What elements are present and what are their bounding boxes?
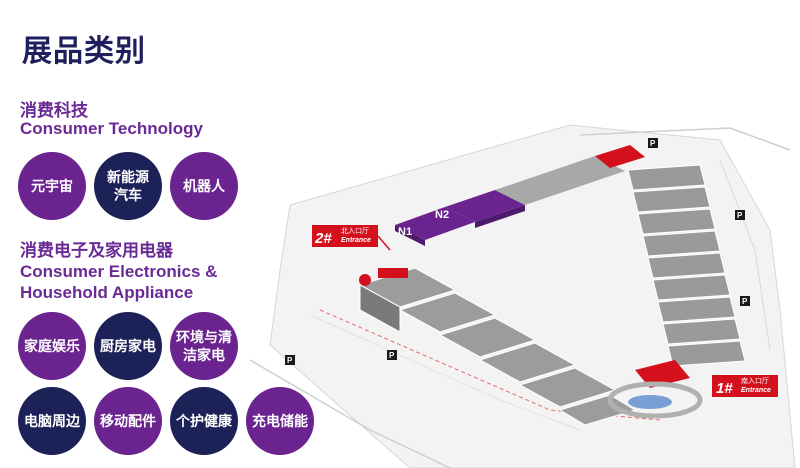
hall-s1-side [359, 284, 401, 333]
hall-n2 [445, 190, 525, 222]
entrance-2-en: Entrance [341, 237, 371, 244]
hall-e3 [637, 208, 716, 235]
hall-n2-side [475, 205, 525, 228]
walking-route [319, 309, 661, 421]
exhibit-charging-storage: 充电储能 [246, 387, 314, 455]
hall-e6 [652, 274, 731, 301]
entrance-2-pointer [377, 235, 391, 251]
hall-e8 [662, 318, 741, 345]
parking-icon [387, 350, 397, 360]
hall-e5 [647, 252, 726, 279]
parking-markers: P P P P P [285, 138, 750, 365]
hall-n1 [395, 207, 475, 240]
hall-n1-side [395, 225, 425, 246]
south-halls [358, 267, 637, 426]
parking-label: P [742, 297, 748, 306]
hall-s6 [558, 394, 637, 426]
exhibit-kitchen-appliance: 厨房家电 [94, 312, 162, 380]
hall-e4 [642, 230, 721, 257]
venue-ground [269, 124, 796, 468]
entrance-2-marker: 2# 北入口厅 Entrance [312, 225, 391, 251]
exhibit-personal-care: 个护健康 [170, 387, 238, 455]
roundabout-center [628, 395, 672, 409]
category-consumer-tech-en: Consumer Technology [20, 119, 203, 138]
page-title: 展品类别 [22, 35, 146, 68]
parking-label: P [389, 351, 395, 360]
entrance-1-en: Entrance [741, 387, 771, 394]
hall-n2-label: N2 [435, 209, 449, 221]
hall-e2 [632, 186, 711, 213]
exhibit-mobile-accessories: 移动配件 [94, 387, 162, 455]
east-halls [627, 164, 746, 367]
exhibit-pc-peripherals: 电脑周边 [18, 387, 86, 455]
parking-label: P [287, 356, 293, 365]
exhibit-environment-cleaning: 环境与清 洁家电 [170, 312, 238, 380]
exhibit-metaverse: 元宇宙 [18, 152, 86, 220]
parking-label: P [737, 211, 743, 220]
hall-e7 [657, 296, 736, 323]
entrance-1-box [712, 375, 778, 397]
road-north [579, 127, 791, 151]
category-electronics-en-line2: Household Appliance [20, 283, 194, 302]
entrance-2-cn: 北入口厅 [341, 227, 369, 235]
category-electronics-en-line1: Consumer Electronics & [20, 262, 218, 281]
exhibit-home-entertainment: 家庭娱乐 [18, 312, 86, 380]
metro-icon [359, 274, 371, 286]
hall-e9 [667, 340, 746, 367]
road-east [719, 159, 771, 351]
north-halls [395, 145, 645, 246]
hall-e1 [627, 164, 706, 191]
parking-icon [648, 138, 658, 148]
south-entrance-building [635, 360, 690, 388]
exhibit-robot: 机器人 [170, 152, 238, 220]
hall-s4 [478, 342, 577, 383]
category-electronics-cn: 消费电子及家用电器 [20, 241, 173, 260]
parking-label: P [650, 139, 656, 148]
north-entrance-building [378, 268, 408, 278]
entrance-2-number: 2# [314, 230, 332, 247]
parking-icon [740, 296, 750, 306]
entrance-2-box [312, 225, 378, 247]
exhibit-new-energy-vehicle: 新能源 汽车 [94, 152, 162, 220]
hall-s2 [398, 292, 497, 333]
entrance-1-cn: 南入口厅 [741, 376, 769, 385]
north-connector [595, 145, 645, 168]
hall-n1-label: N1 [398, 226, 412, 238]
road-south [250, 359, 451, 468]
category-consumer-tech-cn: 消费科技 [20, 101, 88, 120]
roundabout [607, 381, 703, 419]
road-inner [309, 314, 581, 431]
parking-icon [735, 210, 745, 220]
entrance-1-number: 1# [716, 380, 733, 397]
hall-s3 [438, 317, 537, 358]
hall-n3 [495, 173, 575, 205]
parking-icon [285, 355, 295, 365]
entrance-1-marker: 1# 南入口厅 Entrance [712, 375, 778, 397]
venue-map: N1 N2 2# 北入口厅 Entrance 1# [250, 124, 796, 468]
